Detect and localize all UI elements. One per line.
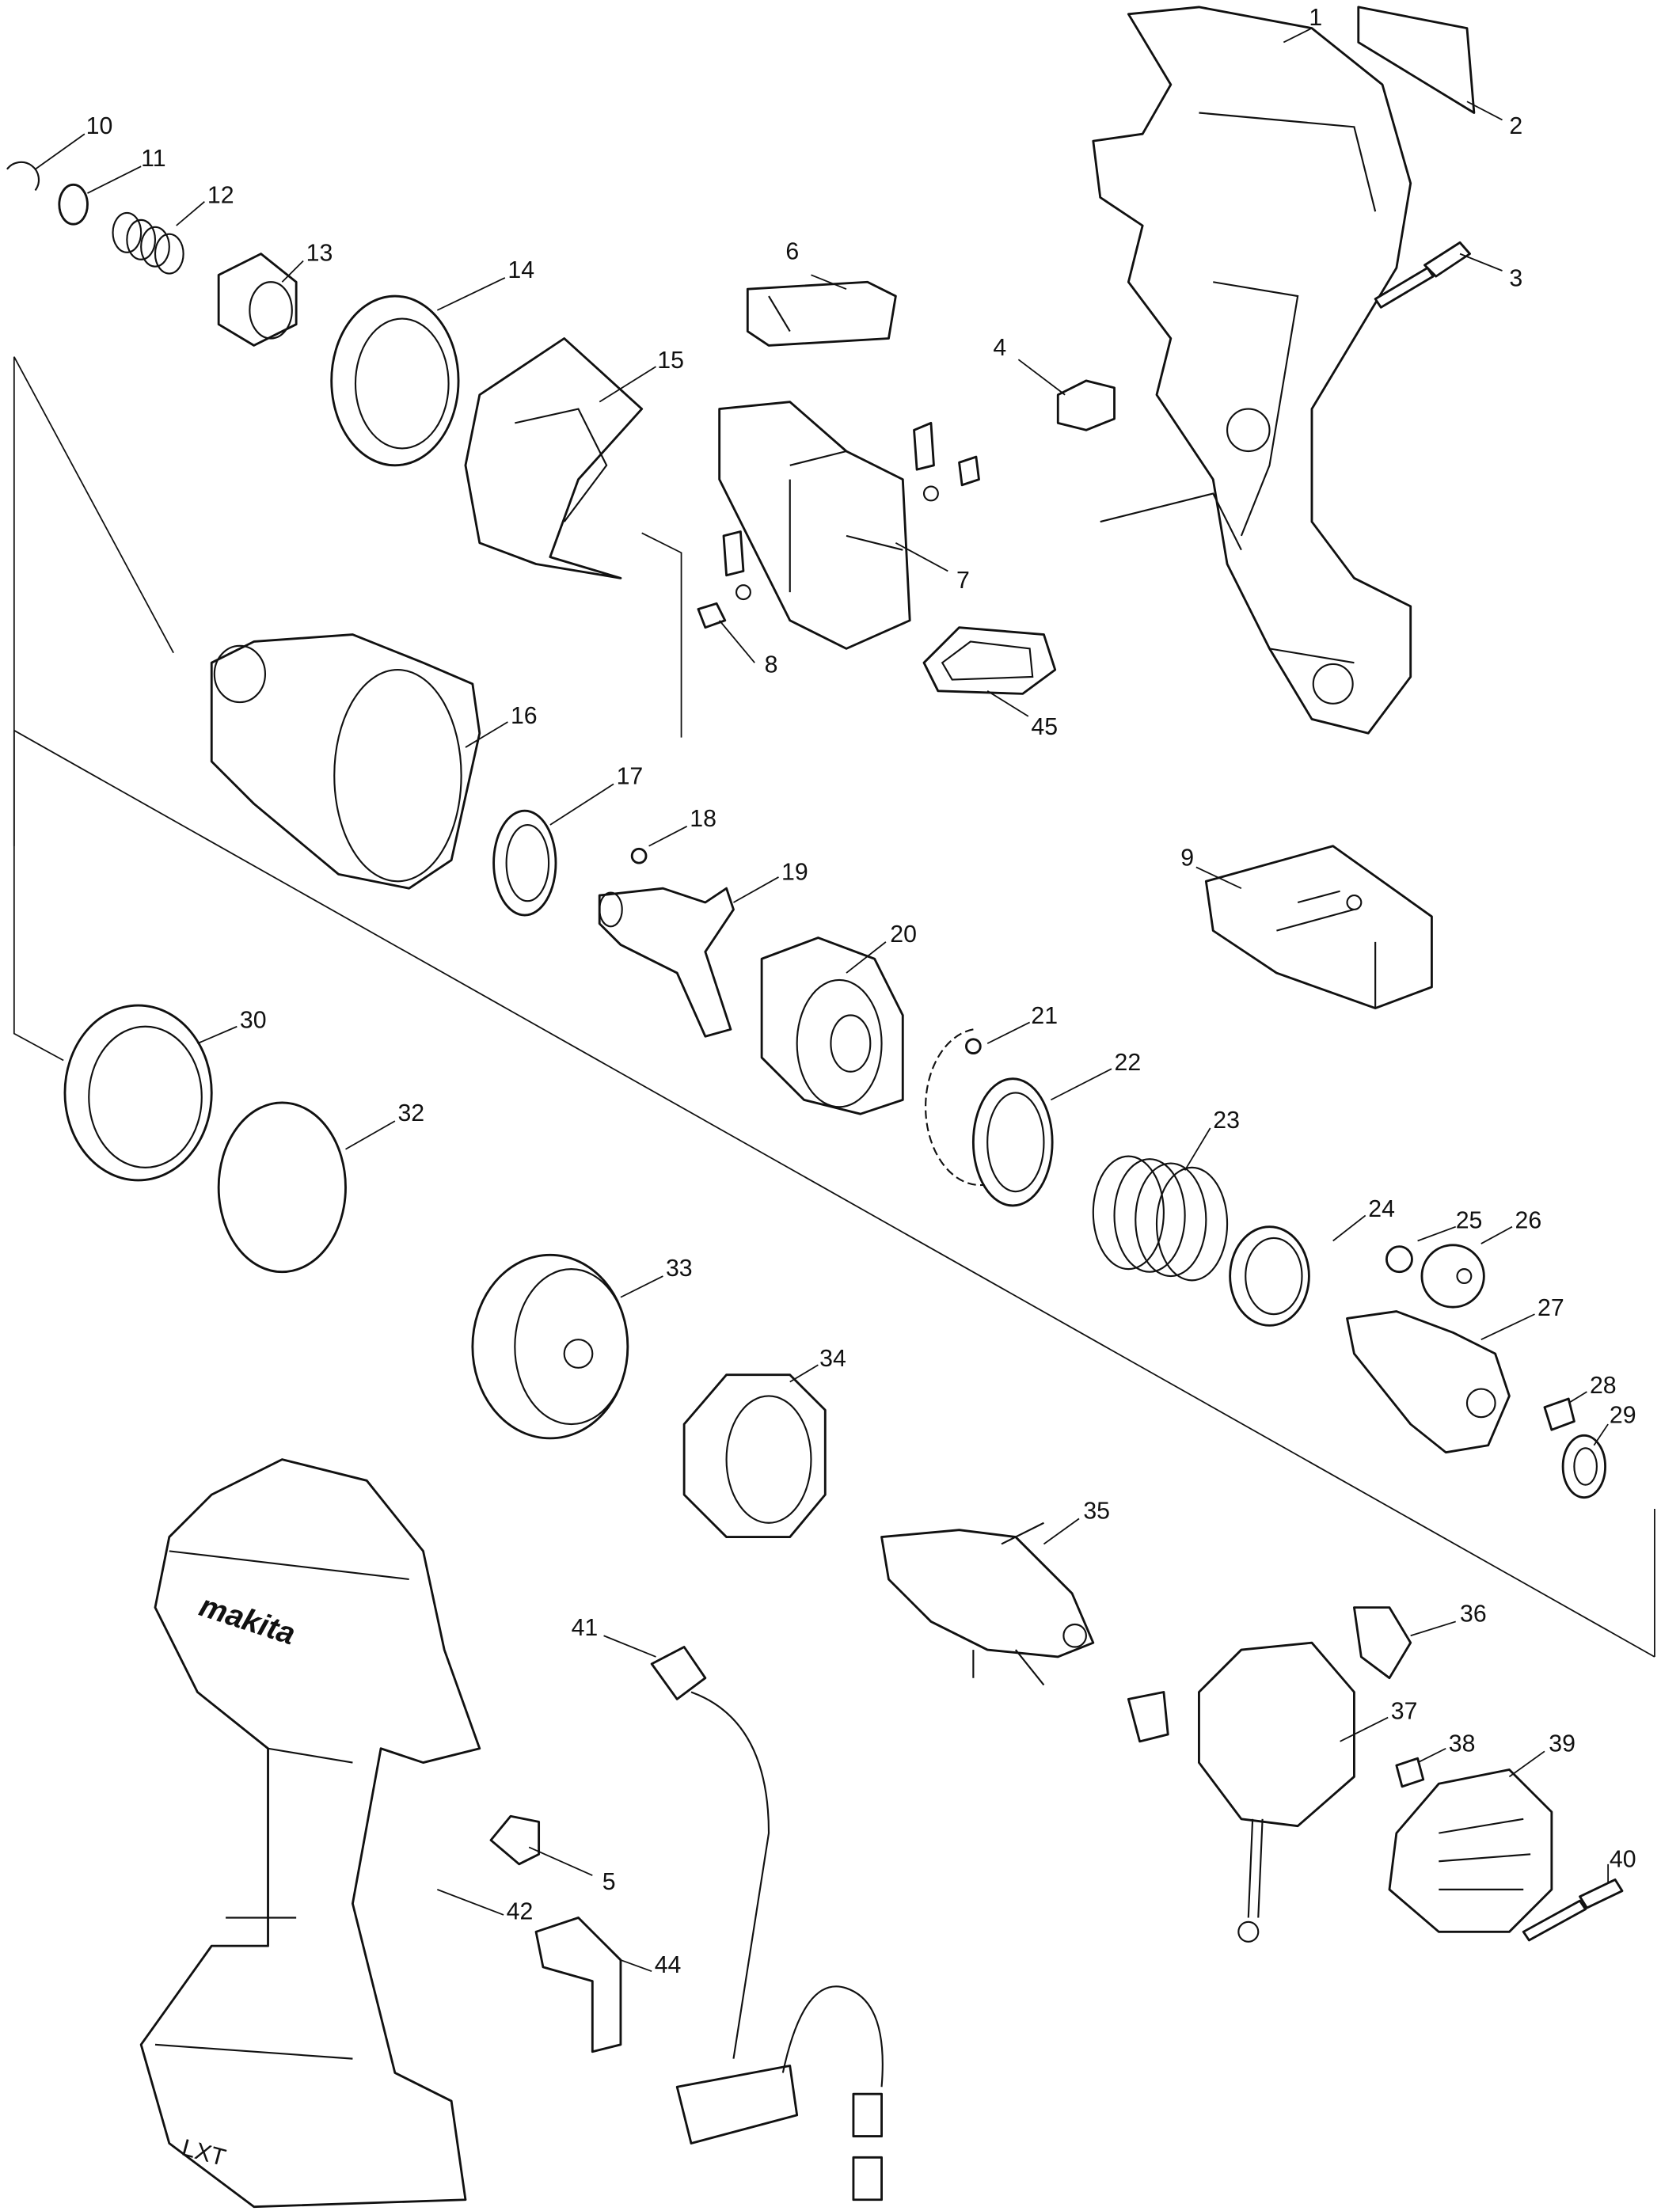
part-15-bumper: [464, 337, 644, 579]
part-27-spindle-assembly: [1346, 1310, 1511, 1454]
callout-2: 2: [1509, 113, 1522, 139]
part-9-terminal-block: [1204, 845, 1433, 1010]
part-11-ring: [58, 183, 89, 226]
part-32-o-ring: [217, 1101, 347, 1274]
callout-45: 45: [1031, 714, 1058, 740]
part-1-housing-half: [1092, 6, 1412, 735]
callout-33: 33: [666, 1256, 693, 1282]
callout-29: 29: [1610, 1402, 1636, 1428]
callout-19: 19: [781, 860, 808, 886]
callout-16: 16: [511, 703, 538, 729]
callout-25: 25: [1456, 1207, 1483, 1233]
part-4-block: [1056, 379, 1116, 431]
callout-15: 15: [657, 348, 684, 374]
part-41-wire-connector: [650, 1646, 770, 2059]
part-12-spring: [112, 211, 184, 275]
callout-20: 20: [890, 921, 917, 948]
part-20-hammer: [760, 936, 904, 1115]
part-23-spring: [1092, 1155, 1229, 1282]
part-35-rotor: [880, 1521, 1095, 1686]
callout-3: 3: [1509, 266, 1522, 292]
assembly-bracket-lower: [13, 729, 1655, 1658]
callout-18: 18: [690, 806, 716, 832]
part-3-screw: [1374, 241, 1471, 309]
callout-8: 8: [765, 652, 778, 678]
callout-17: 17: [617, 763, 644, 789]
callout-41: 41: [572, 1615, 599, 1641]
part-21-steel-ball: [925, 1028, 988, 1187]
part-17-washer: [492, 809, 557, 917]
part-19-spindle: [598, 887, 735, 1038]
callout-42: 42: [507, 1898, 534, 1924]
callout-32: 32: [397, 1100, 424, 1126]
part-22-washer: [971, 1077, 1054, 1207]
callout-1: 1: [1309, 5, 1322, 31]
callout-27: 27: [1537, 1295, 1564, 1321]
callout-26: 26: [1515, 1207, 1542, 1233]
callout-30: 30: [240, 1008, 267, 1034]
part-37-baffle-plate: [1127, 1641, 1355, 1943]
part-13-sleeve: [217, 253, 298, 347]
part-14-cover: [330, 294, 460, 467]
callout-23: 23: [1213, 1107, 1240, 1134]
part-42-housing-with-logo: makita LXT: [139, 1458, 481, 2209]
callout-5: 5: [602, 1869, 616, 1895]
callout-36: 36: [1460, 1601, 1487, 1627]
part-26-gear: [1420, 1244, 1485, 1309]
part-29-washer: [1561, 1434, 1606, 1499]
callout-24: 24: [1368, 1196, 1395, 1222]
part-40-screw: [1522, 1878, 1624, 1942]
part-36-sensor-holder: [1353, 1606, 1412, 1680]
leader-lines: [35, 27, 1610, 1973]
callout-9: 9: [1180, 845, 1194, 872]
part-25-ball: [1385, 1245, 1413, 1274]
part-33-bearing-retainer: [471, 1253, 629, 1440]
part-2-nameplate: [1357, 6, 1476, 114]
callout-7: 7: [956, 568, 970, 594]
part-16-gear-housing: [210, 633, 481, 890]
callout-39: 39: [1549, 1730, 1575, 1757]
part-34-stator: [682, 1373, 827, 1538]
part-24-washer: [1229, 1225, 1310, 1327]
callout-labels: 1 2 3 4 5 6 7 8 9 10 11 12 13 14 15 16 1…: [86, 5, 1636, 1978]
assembly-bracket-upper: [13, 356, 682, 1062]
part-38-pin: [1395, 1757, 1425, 1788]
callout-44: 44: [655, 1952, 682, 1978]
part-44-wire-holder: [534, 1917, 622, 2053]
callout-6: 6: [785, 239, 799, 265]
callout-21: 21: [1031, 1003, 1058, 1029]
part-5-block: [489, 1814, 541, 1866]
callout-40: 40: [1610, 1846, 1636, 1872]
callout-10: 10: [86, 113, 113, 139]
callout-13: 13: [306, 241, 333, 267]
callout-35: 35: [1083, 1498, 1110, 1524]
part-39-rear-cover: [1388, 1768, 1553, 1933]
callout-11: 11: [141, 146, 165, 172]
part-6-lever: [746, 280, 897, 347]
callout-4: 4: [993, 335, 1006, 361]
callout-37: 37: [1391, 1698, 1418, 1724]
callout-28: 28: [1590, 1373, 1617, 1399]
part-7-switch: [718, 401, 980, 650]
callout-38: 38: [1449, 1730, 1476, 1757]
callout-12: 12: [207, 183, 234, 209]
callout-22: 22: [1115, 1050, 1142, 1076]
callout-34: 34: [819, 1346, 846, 1372]
callout-14: 14: [507, 257, 534, 283]
controller: [675, 1985, 884, 2202]
part-30-ring: [63, 1004, 213, 1182]
part-45-cover-plate: [922, 626, 1057, 695]
part-8-screw: [697, 602, 727, 629]
part-10-retaining-ring: [6, 161, 40, 192]
part-28-pin: [1543, 1397, 1575, 1431]
part-18-ball: [630, 847, 648, 864]
